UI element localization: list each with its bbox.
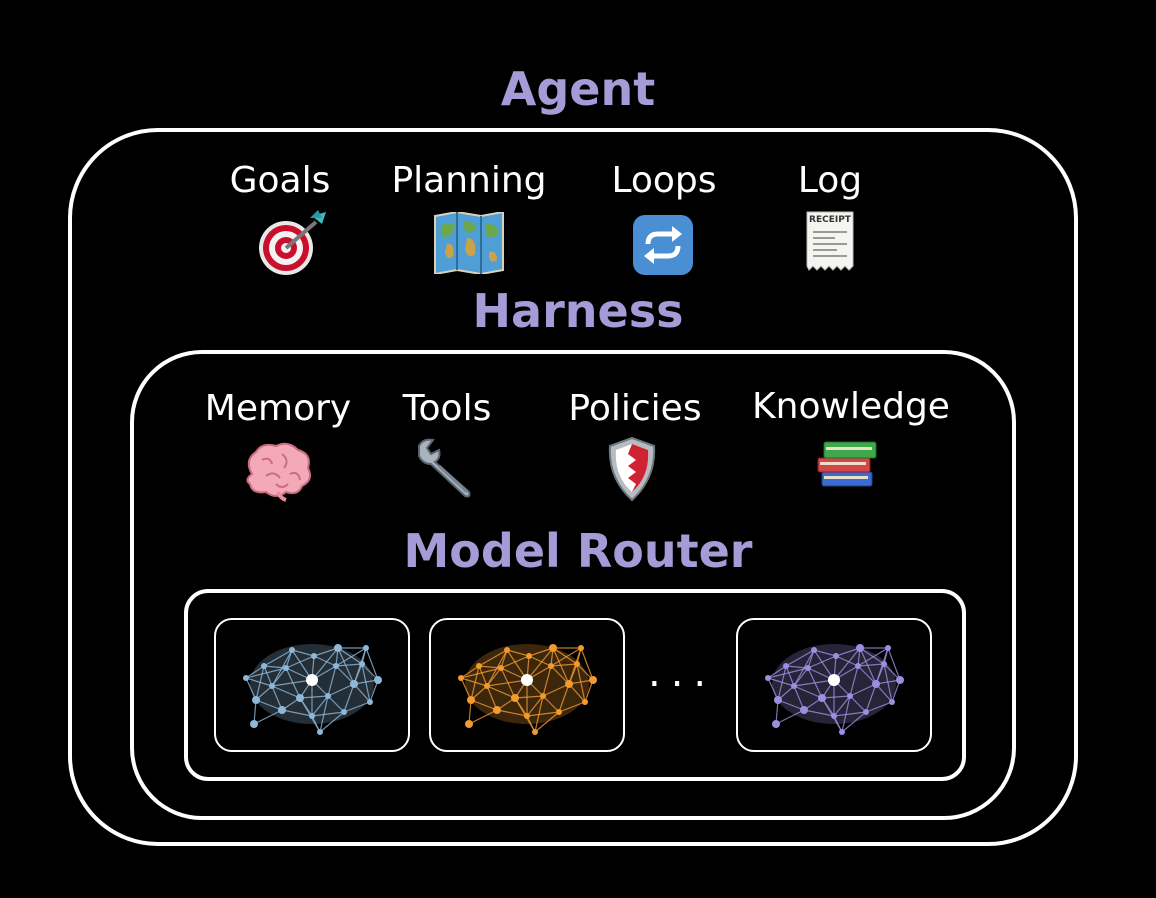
shield-icon xyxy=(606,436,658,507)
harness-container xyxy=(130,350,1016,820)
books-icon xyxy=(816,432,880,499)
more-models-ellipsis: ... xyxy=(648,650,717,696)
harness-item-knowledge: Knowledge xyxy=(752,386,950,427)
brain-icon xyxy=(242,440,314,507)
wrench-icon xyxy=(415,436,479,505)
model-2-card xyxy=(429,618,625,752)
harness-title: Harness xyxy=(472,284,684,338)
agent-item-log: Log xyxy=(797,160,863,201)
model-3-card xyxy=(736,618,932,752)
model-router-container xyxy=(184,589,966,781)
dart-target-icon xyxy=(252,208,332,283)
receipt-icon: RECEIPT xyxy=(805,210,855,277)
agent-item-loops: Loops xyxy=(611,160,717,201)
harness-item-memory: Memory xyxy=(204,388,352,429)
model-router-title: Model Router xyxy=(403,524,753,578)
neural-network-icon xyxy=(458,644,597,735)
neural-network-icon xyxy=(243,644,382,735)
agent-container xyxy=(68,128,1078,846)
receipt-text: RECEIPT xyxy=(809,215,852,225)
world-map-icon xyxy=(433,210,505,279)
harness-item-policies: Policies xyxy=(568,388,702,429)
agent-title: Agent xyxy=(500,62,656,116)
model-1-card xyxy=(214,618,410,752)
neural-network-icon xyxy=(765,644,904,735)
harness-item-tools: Tools xyxy=(402,388,492,429)
repeat-arrows-icon xyxy=(632,214,694,281)
agent-item-goals: Goals xyxy=(229,160,331,201)
agent-item-planning: Planning xyxy=(391,160,547,201)
